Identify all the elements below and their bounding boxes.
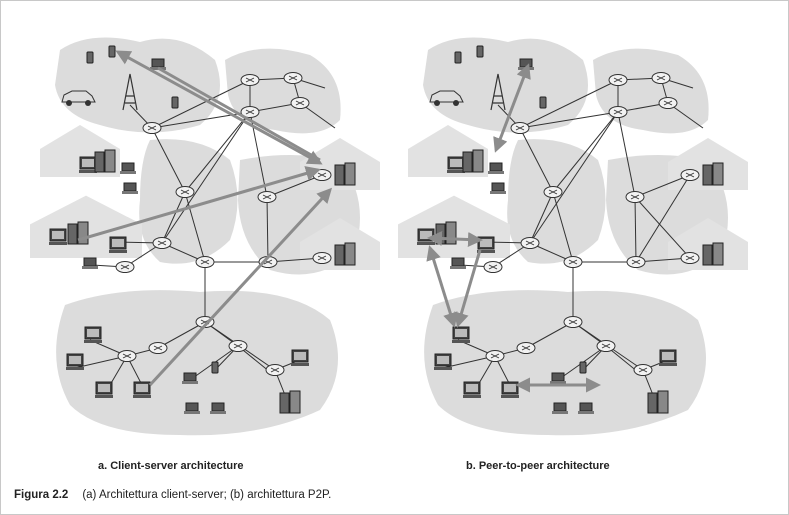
panel-a-caption: a. Client-server architecture (98, 460, 244, 472)
figure-label: Figura 2.2 (14, 489, 69, 501)
client-server-arrows (77, 50, 333, 387)
panel-b-peer-to-peer (398, 37, 748, 436)
figure-text: (a) Architettura client-server; (b) arch… (82, 489, 332, 501)
panel-b-caption: b. Peer-to-peer architecture (466, 460, 610, 472)
figure-caption: Figura 2.2 (a) Architettura client-server… (14, 489, 331, 501)
panel-a-client-server (30, 37, 380, 436)
peer-to-peer-arrows (426, 63, 601, 393)
